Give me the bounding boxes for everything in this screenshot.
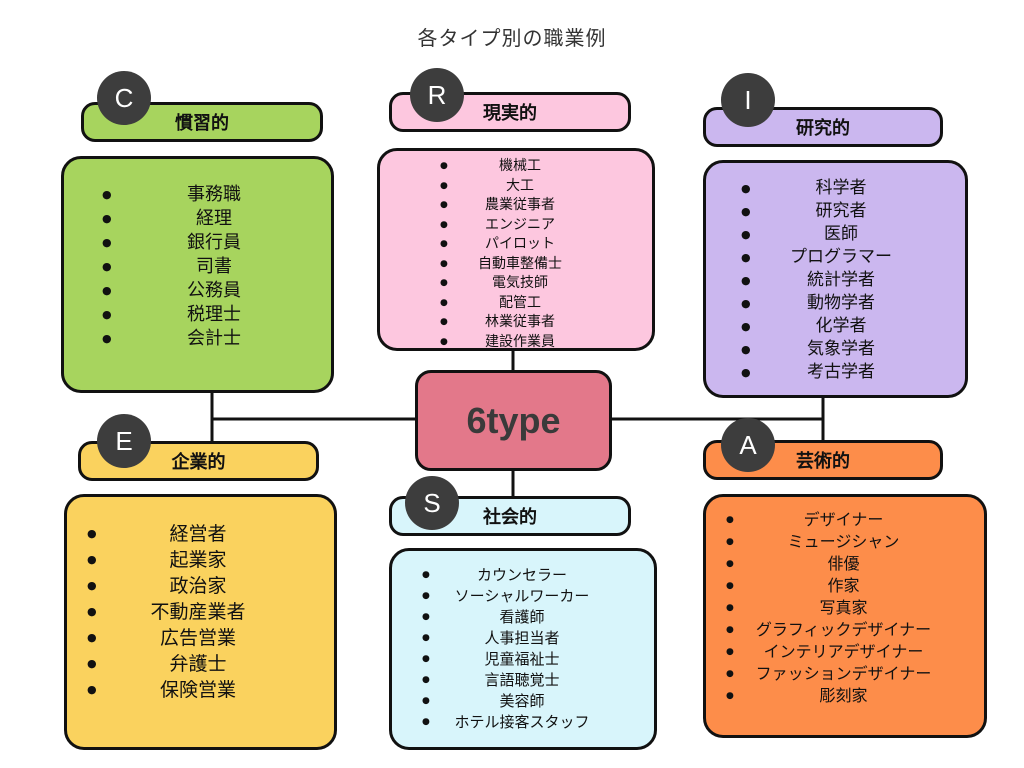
type-s-badge: S bbox=[405, 476, 459, 530]
list-item: 作家 bbox=[726, 575, 961, 597]
type-a-list: デザイナーミュージシャン俳優作家写真家グラフィックデザイナーインテリアデザイナー… bbox=[726, 509, 961, 707]
type-c-box: 事務職経理銀行員司書公務員税理士会計士 bbox=[61, 156, 334, 393]
list-item: 医師 bbox=[741, 223, 941, 246]
list-item: 研究者 bbox=[741, 200, 941, 223]
list-item: 電気技師 bbox=[440, 274, 600, 294]
list-item: 気象学者 bbox=[741, 338, 941, 361]
type-r-box: 機械工大工農業従事者エンジニアパイロット自動車整備士電気技師配管工林業従事者建設… bbox=[377, 148, 655, 352]
type-i-badge: I bbox=[721, 73, 775, 127]
type-e-name: 企業的 bbox=[171, 452, 226, 473]
list-item: 児童福祉士 bbox=[422, 649, 622, 670]
list-item: 美容師 bbox=[422, 691, 622, 712]
list-item: カウンセラー bbox=[422, 565, 622, 586]
type-i-box: 科学者研究者医師プログラマー統計学者動物学者化学者気象学者考古学者 bbox=[703, 160, 968, 398]
list-item: 科学者 bbox=[741, 177, 941, 200]
list-item: 機械工 bbox=[440, 157, 600, 177]
type-a-badge: A bbox=[721, 418, 775, 472]
list-item: 考古学者 bbox=[741, 361, 941, 384]
type-c-badge: C bbox=[97, 71, 151, 125]
list-item: プログラマー bbox=[741, 246, 941, 269]
list-item: 事務職 bbox=[94, 183, 334, 207]
list-item: インテリアデザイナー bbox=[726, 641, 961, 663]
type-c-list: 事務職経理銀行員司書公務員税理士会計士 bbox=[94, 183, 334, 351]
type-c-name: 慣習的 bbox=[175, 113, 229, 134]
type-e-box: 経営者起業家政治家不動産業者広告営業弁護士保険営業 bbox=[64, 494, 337, 750]
list-item: 林業従事者 bbox=[440, 313, 600, 333]
list-item: ファッションデザイナー bbox=[726, 663, 961, 685]
list-item: 会計士 bbox=[94, 327, 334, 351]
type-a-box: デザイナーミュージシャン俳優作家写真家グラフィックデザイナーインテリアデザイナー… bbox=[703, 494, 987, 738]
list-item: 看護師 bbox=[422, 607, 622, 628]
type-r-name: 現実的 bbox=[483, 103, 537, 124]
list-item: 銀行員 bbox=[94, 231, 334, 255]
list-item: 農業従事者 bbox=[440, 196, 600, 216]
list-item: 化学者 bbox=[741, 315, 941, 338]
list-item: 建設作業員 bbox=[440, 333, 600, 353]
list-item: 税理士 bbox=[94, 303, 334, 327]
type-i-name: 研究的 bbox=[796, 118, 850, 139]
list-item: 起業家 bbox=[83, 547, 313, 573]
list-item: 不動産業者 bbox=[83, 599, 313, 625]
list-item: 公務員 bbox=[94, 279, 334, 303]
list-item: 弁護士 bbox=[83, 651, 313, 677]
type-s-name: 社会的 bbox=[483, 507, 537, 528]
diagram-title: 各タイプ別の職業例 bbox=[417, 26, 607, 50]
list-item: 言語聴覚士 bbox=[422, 670, 622, 691]
list-item: 大工 bbox=[440, 177, 600, 197]
list-item: エンジニア bbox=[440, 216, 600, 236]
list-item: ミュージシャン bbox=[726, 531, 961, 553]
list-item: 経営者 bbox=[83, 521, 313, 547]
list-item: デザイナー bbox=[726, 509, 961, 531]
list-item: パイロット bbox=[440, 235, 600, 255]
list-item: ソーシャルワーカー bbox=[422, 586, 622, 607]
list-item: 政治家 bbox=[83, 573, 313, 599]
type-i-list: 科学者研究者医師プログラマー統計学者動物学者化学者気象学者考古学者 bbox=[741, 177, 941, 384]
list-item: 広告営業 bbox=[83, 625, 313, 651]
list-item: 俳優 bbox=[726, 553, 961, 575]
list-item: 経理 bbox=[94, 207, 334, 231]
type-e-badge: E bbox=[97, 414, 151, 468]
list-item: ホテル接客スタッフ bbox=[422, 712, 622, 733]
list-item: グラフィックデザイナー bbox=[726, 619, 961, 641]
center-label: 6type bbox=[466, 399, 561, 441]
type-s-list: カウンセラーソーシャルワーカー看護師人事担当者児童福祉士言語聴覚士美容師ホテル接… bbox=[422, 565, 622, 733]
list-item: 司書 bbox=[94, 255, 334, 279]
list-item: 配管工 bbox=[440, 294, 600, 314]
type-s-box: カウンセラーソーシャルワーカー看護師人事担当者児童福祉士言語聴覚士美容師ホテル接… bbox=[389, 548, 657, 750]
list-item: 自動車整備士 bbox=[440, 255, 600, 275]
list-item: 動物学者 bbox=[741, 292, 941, 315]
list-item: 人事担当者 bbox=[422, 628, 622, 649]
type-r-badge: R bbox=[410, 68, 464, 122]
list-item: 写真家 bbox=[726, 597, 961, 619]
list-item: 保険営業 bbox=[83, 677, 313, 703]
list-item: 統計学者 bbox=[741, 269, 941, 292]
list-item: 彫刻家 bbox=[726, 685, 961, 707]
type-r-list: 機械工大工農業従事者エンジニアパイロット自動車整備士電気技師配管工林業従事者建設… bbox=[440, 157, 600, 352]
center-node: 6type bbox=[415, 370, 612, 471]
type-e-list: 経営者起業家政治家不動産業者広告営業弁護士保険営業 bbox=[83, 521, 313, 703]
type-a-name: 芸術的 bbox=[796, 451, 850, 472]
